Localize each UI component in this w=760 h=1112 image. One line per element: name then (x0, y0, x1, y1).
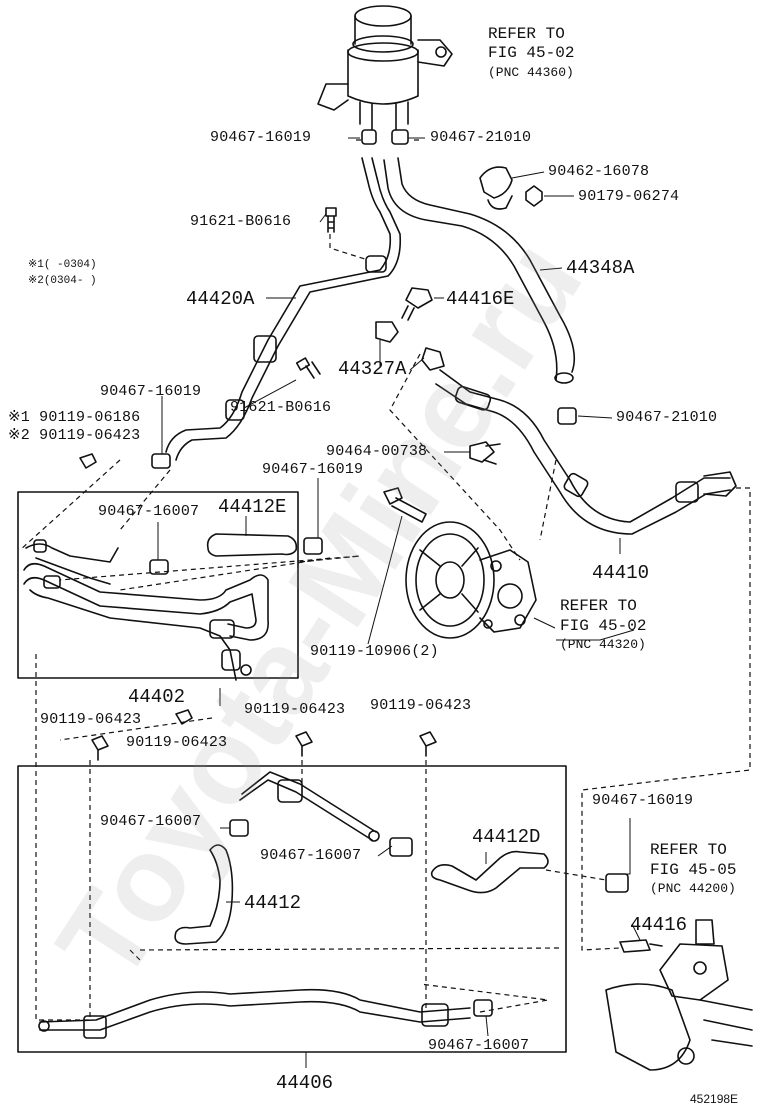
hose-44412e (206, 533, 298, 557)
part-label-90119-10906: 90119-10906(2) (310, 643, 439, 660)
part-label-90462-16078: 90462-16078 (548, 163, 650, 180)
part-label-90467-21010-top: 90467-21010 (430, 129, 532, 146)
part-label-44416e: 44416E (446, 288, 515, 310)
clamp-16007-c (389, 837, 413, 857)
part-label-44412: 44412 (244, 892, 302, 914)
bolt-91621-top (325, 207, 337, 233)
part-label-44327a: 44327A (338, 358, 407, 380)
ref-1-line2: FIG 45-02 (488, 44, 575, 62)
part-label-90119-06423-d: 90119-06423 (370, 697, 472, 714)
bolt-90119-10906 (383, 487, 427, 523)
bolt-90119-06423-group (79, 453, 437, 761)
part-label-90467-16019-right: 90467-16019 (592, 792, 694, 809)
hose-44412 (174, 844, 234, 945)
part-label-90467-16019-top: 90467-16019 (210, 129, 312, 146)
part-label-44420a: 44420A (186, 288, 255, 310)
ref-3-line1: REFER TO (650, 841, 727, 859)
ref-2-line2: FIG 45-02 (560, 617, 647, 635)
ref-1-pnc: (PNC 44360) (488, 65, 574, 80)
clip-90464 (469, 441, 501, 465)
clamp-top (361, 129, 409, 145)
union-44416e (401, 287, 433, 321)
part-label-44416: 44416 (630, 914, 688, 936)
pipe-assembly-44402 (23, 539, 269, 681)
part-label-90467-16019-left: 90467-16019 (100, 383, 202, 400)
ref-3-line2: FIG 45-05 (650, 861, 737, 879)
hose-44348a (383, 157, 576, 384)
part-label-91621-b0616-mid: 91621-B0616 (230, 399, 332, 416)
part-label-90119-06423-b: 90119-06423 (126, 734, 228, 751)
hose-44412d (430, 850, 549, 894)
clamp-16019-right (605, 873, 629, 893)
box-44406 (17, 765, 567, 1053)
part-label-90467-16007-c: 90467-16007 (260, 847, 362, 864)
part-label-90119-06423-a: 90119-06423 (40, 711, 142, 728)
clamp-90462 (479, 166, 543, 210)
power-steering-pump (405, 521, 537, 639)
part-label-44348a: 44348A (566, 257, 635, 279)
pipe-44420a (151, 157, 402, 469)
figure-code: 452198E (690, 1092, 739, 1106)
part-label-44402: 44402 (128, 686, 186, 708)
ref-2-pnc: (PNC 44320) (560, 637, 646, 652)
pipe-44410 (435, 369, 737, 535)
part-label-90467-16007-a: 90467-16007 (98, 503, 200, 520)
pipe-upper-44406 (239, 771, 380, 842)
part-label-90464-00738: 90464-00738 (326, 443, 428, 460)
ref-3-pnc: (PNC 44200) (650, 881, 736, 896)
part-label-90119-06186: ※1 90119-06186 (8, 409, 141, 426)
part-label-90467-16007-b: 90467-16007 (100, 813, 202, 830)
part-label-90179-06274: 90179-06274 (578, 188, 680, 205)
note-2: ※2(0304- ) (28, 275, 97, 287)
clamp-16007-a (149, 559, 169, 575)
steering-gear (605, 919, 753, 1071)
pipe-lower-44406 (38, 988, 493, 1039)
part-label-90467-16019-mid: 90467-16019 (262, 461, 364, 478)
clamp-21010-mid (557, 407, 577, 425)
part-label-90119-06423-c: 90119-06423 (244, 701, 346, 718)
part-label-90467-16007-d: 90467-16007 (428, 1037, 530, 1054)
note-1: ※1( -0304) (28, 259, 97, 271)
part-label-44412d: 44412D (472, 826, 541, 848)
part-label-90467-21010-mid: 90467-21010 (616, 409, 718, 426)
ref-1-line1: REFER TO (488, 25, 565, 43)
part-label-90119-06423-note: ※2 90119-06423 (8, 427, 141, 444)
clamp-16019-mid (303, 537, 323, 555)
part-label-44412e: 44412E (218, 496, 287, 518)
bolt-91621-mid (295, 357, 321, 379)
part-label-91621-b0616-top: 91621-B0616 (190, 213, 292, 230)
box-44402 (17, 491, 299, 679)
part-label-44406: 44406 (276, 1072, 334, 1094)
reservoir-tank (317, 5, 453, 131)
ref-2-line1: REFER TO (560, 597, 637, 615)
part-label-44410: 44410 (592, 562, 650, 584)
fitting-44327a (375, 321, 445, 371)
